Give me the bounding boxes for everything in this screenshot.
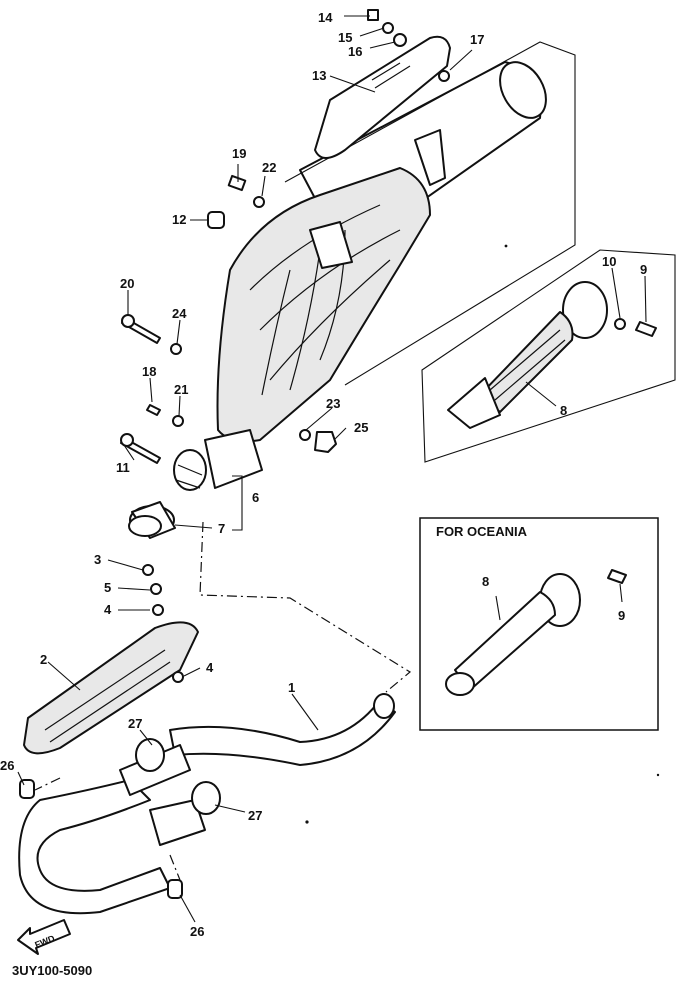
callout-26: 26 xyxy=(0,758,14,773)
muffler-icon xyxy=(173,41,576,491)
callout-10: 10 xyxy=(602,254,616,269)
callout-5: 5 xyxy=(104,580,111,595)
callout-3: 3 xyxy=(94,552,101,567)
callout-4: 4 xyxy=(104,602,112,617)
connection-line xyxy=(169,854,181,881)
dot xyxy=(504,244,508,248)
figure-code: 3UY100-5090 xyxy=(12,963,92,978)
bolt-icon xyxy=(120,9,450,464)
callout-24: 24 xyxy=(172,306,187,321)
callout-25: 25 xyxy=(354,420,368,435)
callout-11: 11 xyxy=(116,460,130,475)
callout-22: 22 xyxy=(262,160,276,175)
callout-26: 26 xyxy=(190,924,204,939)
inset-title: FOR OCEANIA xyxy=(436,524,528,539)
callout-6: 6 xyxy=(252,490,259,505)
exhaust-pipe-icon xyxy=(18,693,396,915)
leader-lines xyxy=(17,15,647,923)
callout-21: 21 xyxy=(174,382,188,397)
heat-protector-icon xyxy=(314,35,451,159)
heat-protector-icon xyxy=(23,564,199,755)
callout-1: 1 xyxy=(288,680,295,695)
callout-17: 17 xyxy=(470,32,484,47)
callout-9: 9 xyxy=(618,608,625,623)
fwd-arrow-icon: FWD xyxy=(17,919,71,955)
spark-arrester-icon xyxy=(421,249,676,463)
callouts: 14 15 16 17 13 19 22 12 20 24 18 21 11 2… xyxy=(0,10,647,939)
callout-18: 18 xyxy=(142,364,156,379)
callout-19: 19 xyxy=(232,146,246,161)
dot xyxy=(305,820,309,824)
callout-4: 4 xyxy=(206,660,214,675)
connection-line xyxy=(34,777,61,791)
callout-20: 20 xyxy=(120,276,134,291)
callout-27: 27 xyxy=(248,808,262,823)
callout-7: 7 xyxy=(218,521,225,536)
inset-oceania xyxy=(419,517,659,731)
callout-16: 16 xyxy=(348,44,362,59)
callout-15: 15 xyxy=(338,30,352,45)
callout-13: 13 xyxy=(312,68,326,83)
callout-12: 12 xyxy=(172,212,186,227)
callout-8: 8 xyxy=(560,403,567,418)
callout-27: 27 xyxy=(128,716,142,731)
callout-9: 9 xyxy=(640,262,647,277)
connection-line xyxy=(199,521,412,693)
dot xyxy=(656,773,660,777)
callout-8: 8 xyxy=(482,574,489,589)
callout-23: 23 xyxy=(326,396,340,411)
gasket-icon xyxy=(128,501,176,539)
callout-14: 14 xyxy=(318,10,333,25)
callout-2: 2 xyxy=(40,652,47,667)
